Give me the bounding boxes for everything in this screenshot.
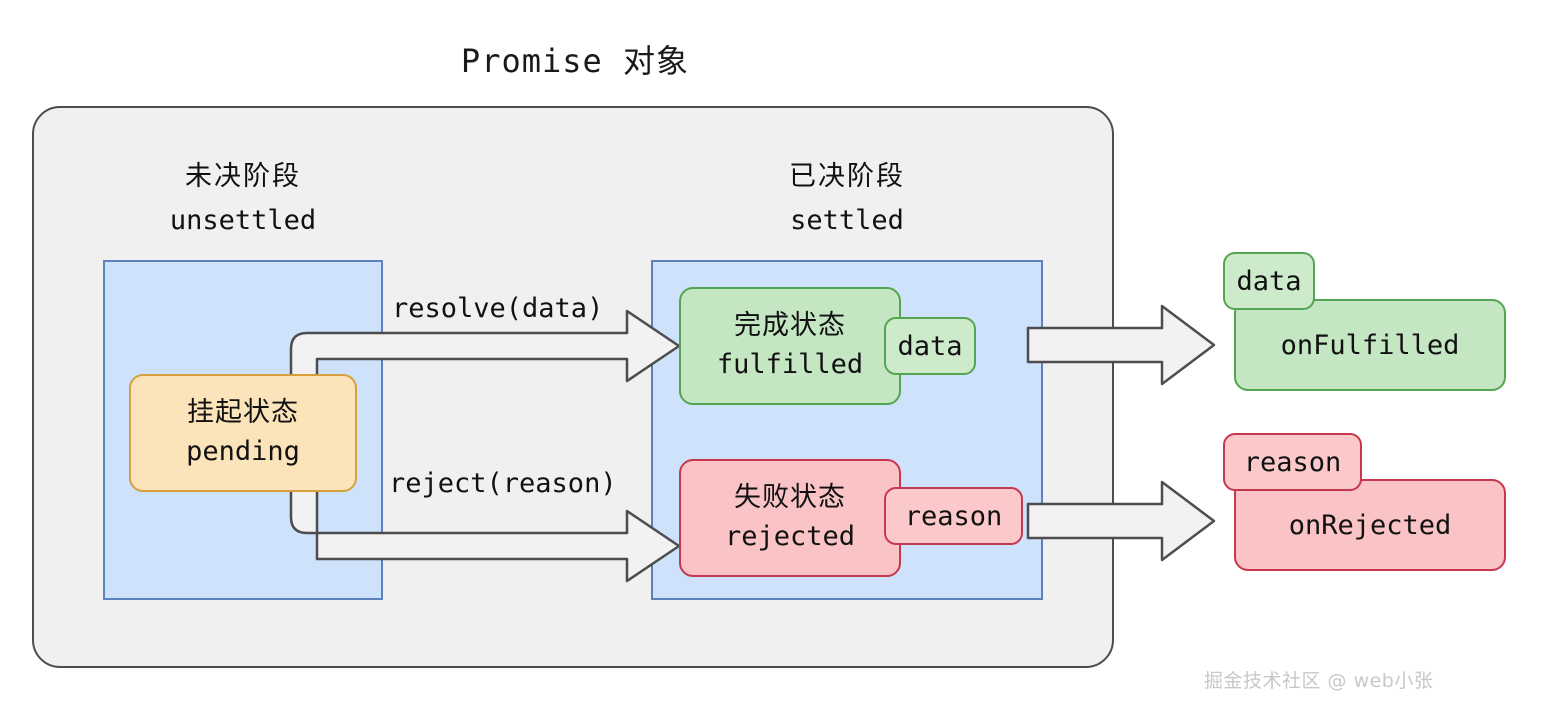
state-box-pending[interactable]: 挂起状态 pending (129, 374, 357, 492)
transition-label-resolve: resolve(data) (392, 293, 604, 324)
badge-data-onfulfilled[interactable]: data (1223, 252, 1315, 310)
phase-label-settled: 已决阶段 settled (651, 160, 1043, 238)
state-pending-en: pending (186, 436, 300, 467)
state-fulfilled-en: fulfilled (716, 349, 864, 380)
state-fulfilled-cn: 完成状态 (734, 310, 846, 342)
watermark: 掘金技术社区 @ web小张 (1204, 670, 1434, 692)
state-box-rejected[interactable]: 失败状态 rejected (679, 459, 901, 577)
badge-data-fulfilled[interactable]: data (884, 317, 976, 375)
state-box-fulfilled[interactable]: 完成状态 fulfilled (679, 287, 901, 405)
state-pending-cn: 挂起状态 (187, 397, 299, 429)
handler-box-onrejected[interactable]: onRejected (1234, 479, 1506, 571)
page-title: Promise 对象 (460, 42, 690, 80)
phase-label-settled-en: settled (790, 204, 904, 236)
badge-reason-onrejected[interactable]: reason (1223, 433, 1362, 491)
transition-label-reject: reject(reason) (389, 468, 617, 499)
state-rejected-en: rejected (724, 521, 856, 552)
badge-reason-rejected[interactable]: reason (884, 487, 1023, 545)
state-rejected-cn: 失败状态 (734, 482, 846, 514)
phase-label-unsettled: 未决阶段 unsettled (103, 160, 383, 238)
phase-label-settled-cn: 已决阶段 (789, 161, 905, 192)
phase-label-unsettled-cn: 未决阶段 (185, 161, 301, 192)
phase-label-unsettled-en: unsettled (169, 204, 317, 236)
handler-box-onfulfilled[interactable]: onFulfilled (1234, 299, 1506, 391)
